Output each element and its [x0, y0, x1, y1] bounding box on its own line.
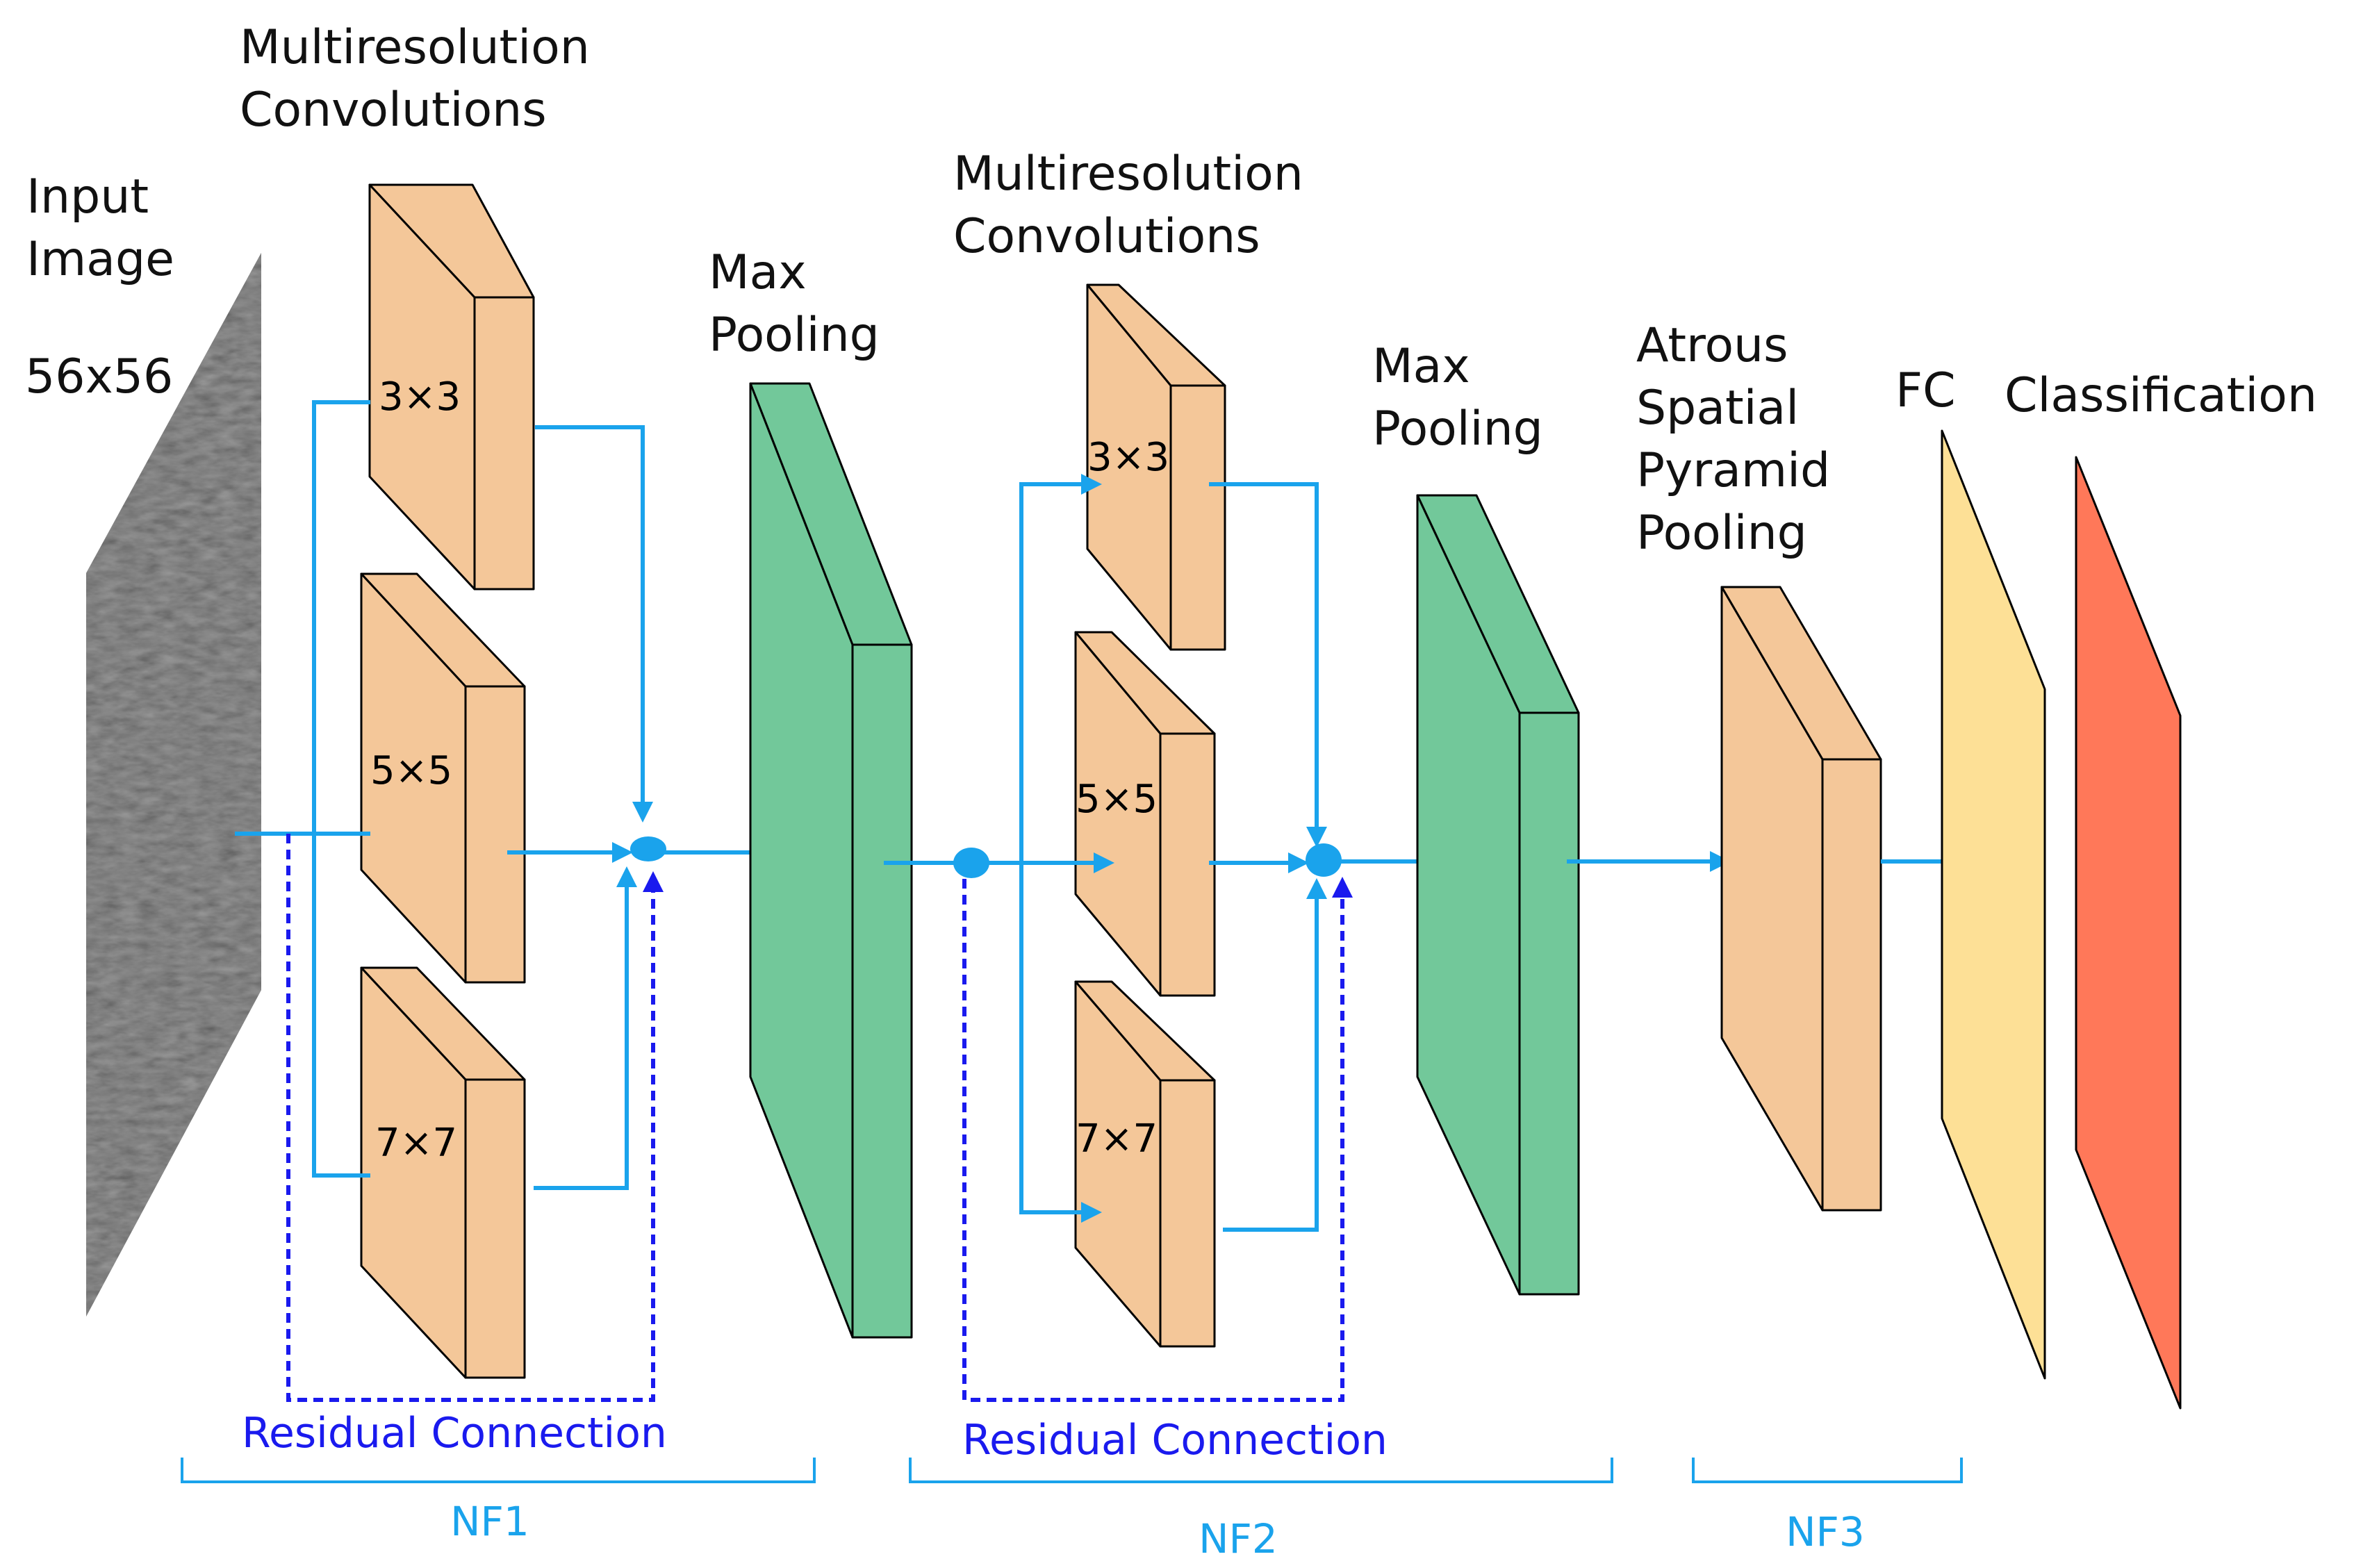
maxpool1-title-line2: Pooling — [709, 308, 880, 363]
kernel-label-3x3-stage1: 3×3 — [379, 374, 461, 420]
input-label-line1: Input — [26, 170, 149, 224]
conv-block-7x7-stage2 — [1074, 980, 1216, 1348]
residual-connection-label-1: Residual Connection — [242, 1409, 667, 1458]
multires1-title-line1: Multiresolution — [240, 20, 590, 75]
classification-layer — [2075, 456, 2182, 1410]
conv-block-5x5-stage2 — [1074, 631, 1216, 997]
max-pooling-block-2 — [1416, 494, 1580, 1296]
input-size-label: 56x56 — [25, 349, 173, 404]
kernel-label-7x7-stage2: 7×7 — [1076, 1116, 1158, 1162]
aspp-block — [1720, 586, 1882, 1212]
kernel-label-7x7-stage1: 7×7 — [375, 1121, 457, 1166]
aspp-title-line1: Atrous — [1636, 318, 1788, 373]
input-label-line2: Image — [26, 232, 174, 287]
conv-block-3x3-stage2 — [1086, 283, 1226, 651]
stage2-flow-lines — [884, 474, 1474, 1232]
group-label-nf1: NF1 — [450, 1498, 529, 1545]
maxpool2-title-line2: Pooling — [1372, 402, 1543, 456]
conv-block-3x3-stage1 — [368, 183, 535, 591]
kernel-label-3x3-stage2: 3×3 — [1087, 435, 1169, 480]
multires1-title-line2: Convolutions — [240, 83, 547, 138]
multires2-title-line1: Multiresolution — [953, 147, 1303, 201]
fc-layer — [1941, 429, 2046, 1380]
group-label-nf2: NF2 — [1199, 1515, 1278, 1562]
input-image — [86, 253, 261, 1317]
conv-block-7x7-stage1 — [360, 966, 526, 1379]
residual-connection-label-2: Residual Connection — [962, 1416, 1388, 1464]
aspp-title-line2: Spatial — [1636, 381, 1799, 436]
group-label-nf3: NF3 — [1786, 1508, 1865, 1555]
aspp-title-line4: Pooling — [1636, 506, 1807, 561]
bracket-nf1 — [181, 1458, 816, 1483]
maxpool2-title-line1: Max — [1372, 339, 1470, 394]
max-pooling-block-1 — [749, 382, 913, 1339]
bracket-nf2 — [909, 1458, 1613, 1483]
conv-block-5x5-stage1 — [360, 572, 526, 984]
maxpool1-title-line1: Max — [709, 245, 807, 300]
aspp-title-line3: Pyramid — [1636, 443, 1830, 498]
multires2-title-line2: Convolutions — [953, 209, 1260, 264]
residual-connection-line-2 — [962, 877, 1353, 1402]
fc-title: FC — [1895, 363, 1956, 418]
kernel-label-5x5-stage2: 5×5 — [1076, 777, 1158, 822]
bracket-nf3 — [1692, 1458, 1963, 1483]
stage1-flow-lines — [235, 400, 817, 1190]
kernel-label-5x5-stage1: 5×5 — [370, 748, 452, 793]
classification-title: Classification — [2005, 368, 2317, 423]
